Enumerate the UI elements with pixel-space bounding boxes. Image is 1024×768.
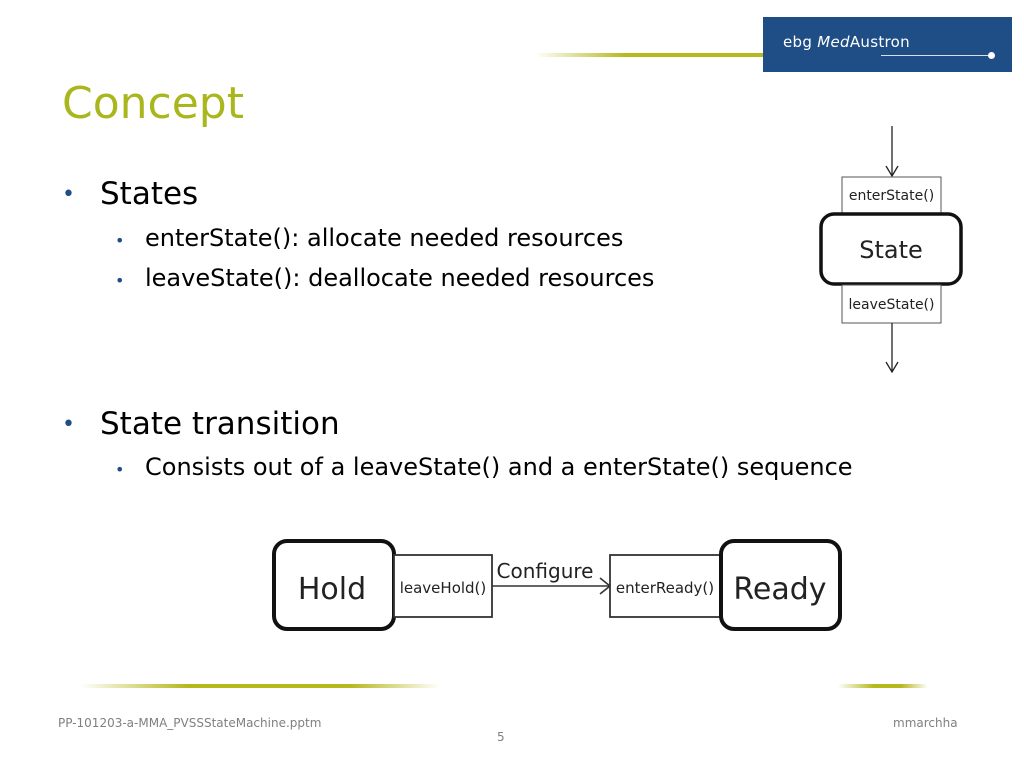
enter-state-box xyxy=(841,176,942,214)
bullet-marker: • xyxy=(62,182,75,207)
transition-diagram: Hold leaveHold() Configure enterReady() … xyxy=(272,539,842,631)
hold-state-label: Hold xyxy=(298,572,366,607)
state-label: State xyxy=(859,236,923,264)
header-accent-line xyxy=(535,53,763,57)
enter-ready-label: enterReady() xyxy=(616,579,714,597)
logo-prefix: ebg xyxy=(783,33,813,51)
state-box xyxy=(819,212,963,286)
footer-page-number: 5 xyxy=(497,730,505,744)
sub-bullet-sequence: Consists out of a leaveState() and a ent… xyxy=(145,453,853,481)
configure-event-label: Configure xyxy=(497,559,594,583)
logo-text: ebg MedAustron xyxy=(783,33,910,51)
sub-bullet-marker: • xyxy=(115,460,125,479)
ready-state-label: Ready xyxy=(733,572,826,607)
sub-bullet-leavestate: leaveState(): deallocate needed resource… xyxy=(145,264,655,292)
leave-hold-label: leaveHold() xyxy=(400,579,487,597)
slide-title: Concept xyxy=(62,78,244,129)
footer-accent-line-right xyxy=(838,684,928,688)
incoming-arrow-head xyxy=(885,165,899,178)
logo-suffix: Austron xyxy=(849,33,910,51)
footer-author: mmarchha xyxy=(893,716,958,730)
leave-state-box xyxy=(841,284,942,324)
enter-ready-box xyxy=(609,554,721,618)
logo-dot xyxy=(988,52,995,59)
sub-bullet-marker: • xyxy=(115,271,125,290)
enter-state-label: enterState() xyxy=(849,188,934,204)
sub-bullet-enterstate: enterState(): allocate needed resources xyxy=(145,224,624,252)
leave-hold-box xyxy=(393,554,493,618)
logo-underline xyxy=(881,55,991,56)
sub-bullet-marker: • xyxy=(115,231,125,250)
footer-accent-line-left xyxy=(80,684,440,688)
bullet-marker: • xyxy=(62,412,75,437)
logo-med: Med xyxy=(817,33,850,51)
logo: ebg MedAustron xyxy=(763,17,1012,72)
bullet-state-transition: State transition xyxy=(100,406,340,442)
footer-filename: PP-101203-a-MMA_PVSSStateMachine.pptm xyxy=(58,716,322,730)
state-diagram: enterState() State leaveState() xyxy=(819,126,963,374)
bullet-states: States xyxy=(100,176,199,212)
outgoing-arrow-head xyxy=(885,361,899,374)
leave-state-label: leaveState() xyxy=(849,297,935,313)
ready-state-box xyxy=(719,539,842,631)
